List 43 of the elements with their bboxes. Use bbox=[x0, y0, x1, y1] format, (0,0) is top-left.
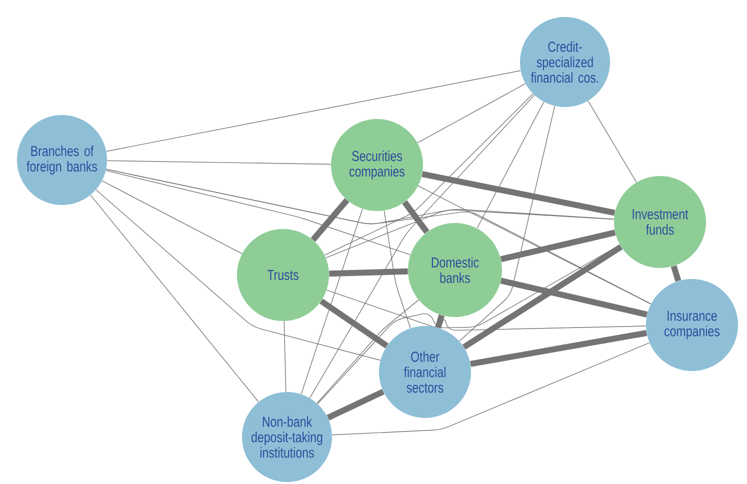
connector-line bbox=[462, 244, 623, 350]
circle-node: Securities companies bbox=[331, 118, 423, 211]
connector-line bbox=[402, 200, 430, 234]
circle-node: Non-bank deposit-taking institutions bbox=[242, 392, 332, 482]
connector-line bbox=[417, 83, 526, 144]
connector-line bbox=[310, 198, 350, 242]
connector-line bbox=[319, 298, 389, 348]
connector-line bbox=[324, 94, 534, 256]
connector-line bbox=[300, 208, 363, 394]
connector-line bbox=[332, 342, 650, 436]
circle-node: Trusts bbox=[237, 228, 329, 321]
connector-line bbox=[418, 186, 652, 304]
circle-node: Domestic banks bbox=[408, 222, 502, 317]
connector-line bbox=[106, 160, 332, 165]
circle-node: Credit-specialized financial cos. bbox=[520, 17, 610, 107]
connector-line bbox=[326, 388, 384, 420]
connector-line bbox=[106, 70, 521, 152]
connector-line bbox=[670, 265, 682, 282]
circle-node: Other financial sectors bbox=[379, 326, 471, 418]
connector-line bbox=[384, 210, 411, 329]
connector-line bbox=[500, 230, 616, 262]
connector-line bbox=[317, 244, 620, 404]
connector-line bbox=[329, 268, 408, 277]
connector-line bbox=[470, 330, 648, 367]
connector-line bbox=[309, 94, 535, 398]
connector-line bbox=[588, 100, 637, 183]
connector-line bbox=[106, 168, 652, 304]
connector-line bbox=[500, 278, 648, 318]
circle-node: Investment funds bbox=[614, 176, 706, 268]
circle-node: Branches of foreign banks bbox=[17, 114, 107, 205]
connector-line bbox=[102, 180, 242, 254]
connector-line bbox=[96, 189, 381, 361]
connector-line bbox=[326, 290, 646, 331]
circle-node: Insurance companies bbox=[646, 278, 738, 371]
connector-line bbox=[316, 300, 419, 404]
connector-line bbox=[326, 210, 614, 258]
connector-line bbox=[422, 171, 616, 216]
connector-line bbox=[284, 320, 286, 392]
connector-line bbox=[90, 194, 259, 402]
connector-line bbox=[106, 170, 411, 256]
connector-line bbox=[459, 106, 556, 342]
connector-line bbox=[435, 314, 445, 328]
connector-line bbox=[476, 102, 544, 229]
